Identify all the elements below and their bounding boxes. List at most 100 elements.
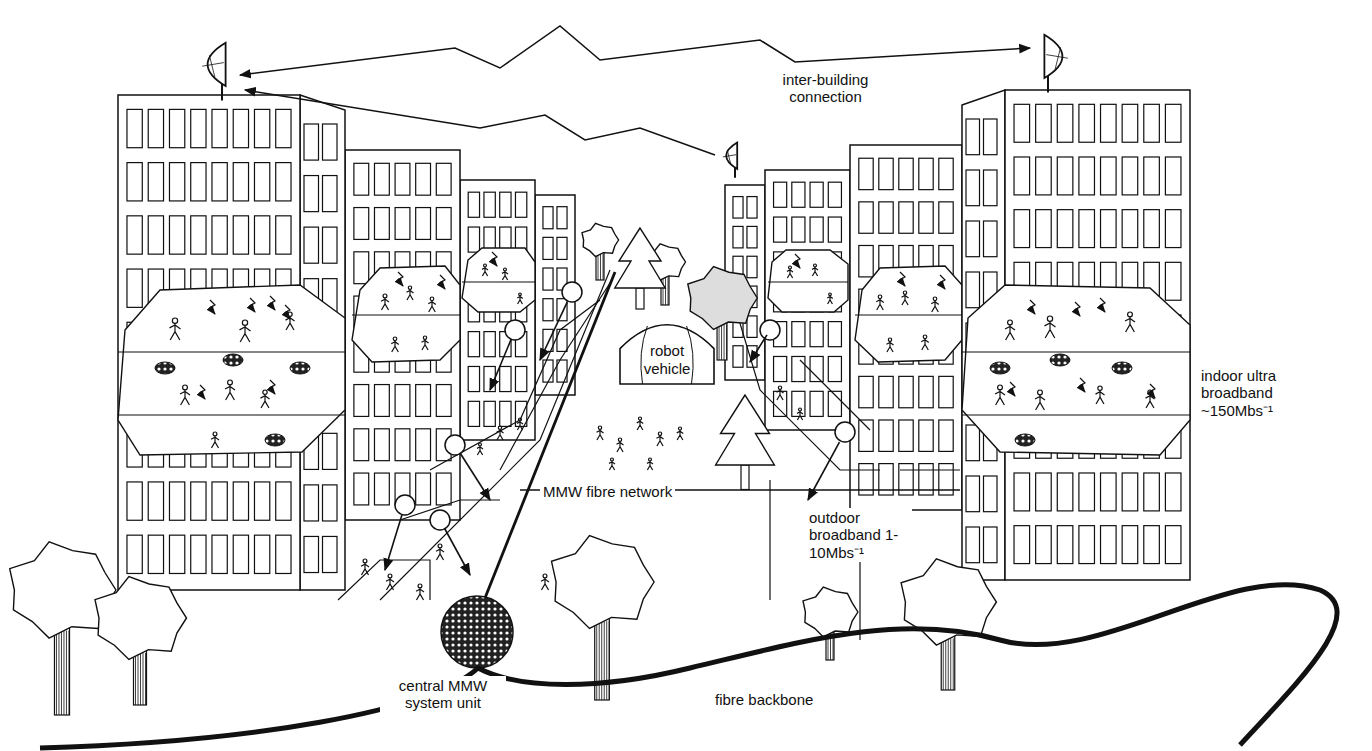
person-body <box>797 411 803 420</box>
person-body <box>381 298 389 310</box>
person-figure <box>170 318 181 340</box>
radio-link <box>250 298 255 312</box>
person-head <box>649 458 652 461</box>
window <box>1079 157 1095 195</box>
trunk-hatch <box>56 631 57 715</box>
window <box>1101 157 1117 195</box>
window <box>966 527 980 563</box>
person-figure <box>1045 316 1056 338</box>
window <box>733 197 743 218</box>
person-figure <box>931 297 939 312</box>
window <box>148 163 163 201</box>
person-figure <box>1096 386 1105 404</box>
person-figure <box>787 266 793 278</box>
window <box>1122 473 1138 511</box>
radio-link <box>540 302 567 360</box>
window <box>1101 526 1117 564</box>
person-head <box>408 286 411 289</box>
person-head <box>504 268 507 271</box>
person-figure <box>422 336 429 350</box>
trunk-hatch <box>943 638 944 690</box>
window <box>354 208 369 240</box>
window <box>1144 473 1160 511</box>
tree-crown <box>803 587 858 637</box>
person-figure <box>361 559 369 575</box>
person-figure <box>502 268 508 280</box>
radio-link <box>210 300 215 314</box>
ceiling-antenna <box>1015 434 1035 446</box>
person-body <box>995 390 1005 405</box>
trunk-hatch <box>950 638 951 690</box>
person-figure <box>240 320 251 342</box>
window <box>810 322 823 347</box>
trunk-hatch <box>600 254 601 280</box>
window <box>966 272 980 308</box>
window <box>374 208 389 240</box>
window <box>1036 526 1052 564</box>
window <box>984 119 998 155</box>
node-label: robot vehicle <box>635 342 699 378</box>
trunk-hatch <box>601 621 602 700</box>
window <box>304 176 319 212</box>
window <box>148 482 163 520</box>
dish-grid <box>1046 47 1068 69</box>
indoor-cell <box>352 266 460 362</box>
window <box>254 109 269 147</box>
person-body <box>436 548 444 560</box>
window <box>127 216 142 254</box>
window <box>939 202 953 233</box>
radio-link <box>1030 300 1035 314</box>
radio-link <box>245 90 715 155</box>
dish-grid <box>723 150 736 163</box>
radio-link <box>240 26 1030 75</box>
window <box>1036 157 1052 195</box>
trunk-hatch <box>948 638 949 690</box>
trunk-hatch <box>945 638 946 690</box>
street-edge <box>430 300 600 470</box>
person-body <box>482 267 488 276</box>
radio-link <box>385 515 402 570</box>
person-head <box>363 559 367 563</box>
window <box>899 158 913 189</box>
window <box>233 216 248 254</box>
person-head <box>383 294 387 298</box>
tree-crown <box>552 536 655 629</box>
window <box>1165 526 1181 564</box>
person-head <box>923 335 927 339</box>
window <box>416 163 431 195</box>
window <box>416 385 431 417</box>
window <box>169 109 184 147</box>
window <box>127 269 142 307</box>
window <box>1144 104 1160 142</box>
window <box>436 385 451 417</box>
window <box>323 124 338 160</box>
person-figure <box>541 574 549 590</box>
window <box>148 109 163 147</box>
window <box>1101 104 1117 142</box>
window <box>148 216 163 254</box>
window <box>1057 526 1073 564</box>
window <box>939 420 953 451</box>
person-figure <box>777 386 784 400</box>
window <box>436 208 451 240</box>
trunk-hatch <box>63 631 64 715</box>
person-body <box>541 578 549 590</box>
person-figure <box>386 574 394 590</box>
tree-crown <box>582 223 619 256</box>
annotation-label: outdoor broadband 1-10Mbs⁻¹ <box>806 508 912 562</box>
window <box>233 163 248 201</box>
ceiling-antenna <box>290 362 310 374</box>
person-body <box>657 435 664 446</box>
window <box>468 401 479 426</box>
person-head <box>611 458 614 461</box>
person-body <box>422 339 429 350</box>
window <box>899 376 913 407</box>
person-body <box>407 289 414 300</box>
person-figure <box>482 264 488 276</box>
indoor-cell <box>855 266 962 362</box>
person-body <box>211 436 219 448</box>
ceiling-antenna <box>1050 354 1070 366</box>
window <box>191 535 206 573</box>
person-head <box>519 418 522 421</box>
